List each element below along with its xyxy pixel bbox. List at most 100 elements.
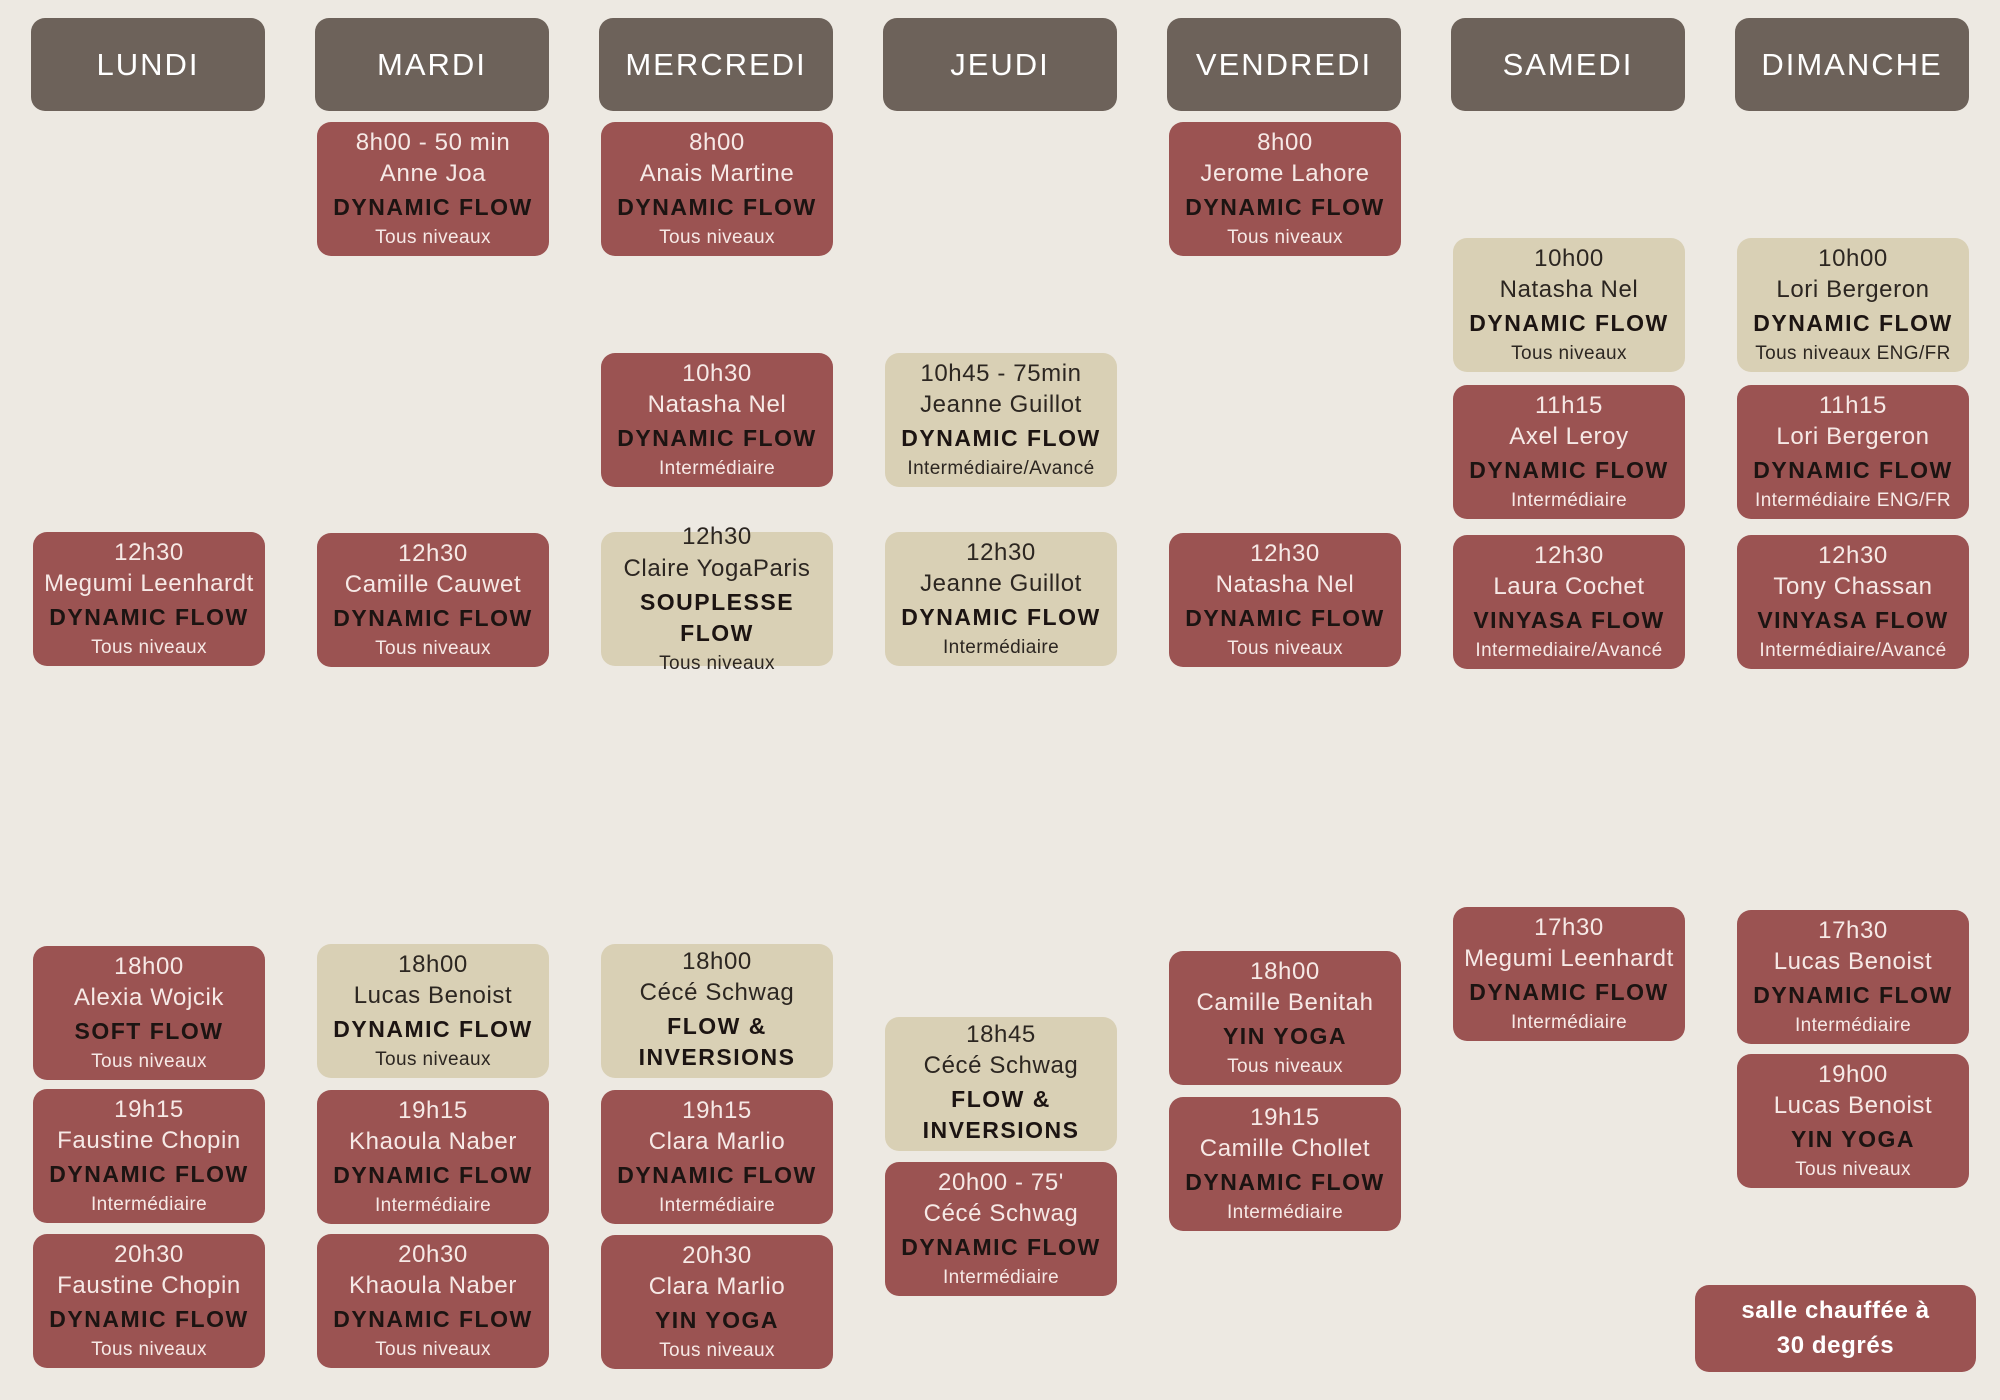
class-card[interactable]: 10h00 Lori Bergeron DYNAMIC FLOW Tous ni… [1737, 238, 1969, 372]
class-name: DYNAMIC FLOW [1753, 982, 1953, 1009]
class-name: DYNAMIC FLOW [1469, 310, 1669, 337]
day-header: DIMANCHE [1735, 18, 1969, 111]
class-card[interactable]: 10h30 Natasha Nel DYNAMIC FLOW Intermédi… [601, 353, 833, 487]
class-card[interactable]: 20h00 - 75' Cécé Schwag DYNAMIC FLOW Int… [885, 1162, 1117, 1296]
class-card[interactable]: 11h15 Axel Leroy DYNAMIC FLOW Intermédia… [1453, 385, 1685, 519]
class-level: Tous niveaux [91, 1051, 207, 1073]
day-header: JEUDI [883, 18, 1117, 111]
class-name: DYNAMIC FLOW [617, 1162, 817, 1189]
class-card[interactable]: 19h15 Camille Chollet DYNAMIC FLOW Inter… [1169, 1097, 1401, 1231]
class-card[interactable]: 12h30 Natasha Nel DYNAMIC FLOW Tous nive… [1169, 533, 1401, 667]
class-name: YIN YOGA [1222, 1023, 1348, 1050]
class-time: 17h30 [1818, 916, 1888, 944]
class-time: 11h15 [1819, 391, 1887, 419]
class-card[interactable]: 18h00 Camille Benitah YIN YOGA Tous nive… [1169, 951, 1401, 1085]
class-card[interactable]: 10h00 Natasha Nel DYNAMIC FLOW Tous nive… [1453, 238, 1685, 372]
class-name: DYNAMIC FLOW [617, 425, 817, 452]
class-level: Intermédiaire [658, 458, 776, 480]
class-card[interactable]: 19h00 Lucas Benoist YIN YOGA Tous niveau… [1737, 1054, 1969, 1188]
day-header: MERCREDI [599, 18, 833, 111]
class-name: YIN YOGA [1790, 1126, 1916, 1153]
class-teacher: Jerome Lahore [1200, 160, 1370, 188]
heated-room-note: salle chauffée à 30 degrés [1695, 1285, 1976, 1372]
class-teacher: Claire YogaParis [623, 554, 811, 582]
class-time: 8h00 [1257, 128, 1313, 156]
class-card[interactable]: 18h00 Alexia Wojcik SOFT FLOW Tous nivea… [33, 946, 265, 1080]
class-card[interactable]: 19h15 Clara Marlio DYNAMIC FLOW Interméd… [601, 1090, 833, 1224]
day-header: SAMEDI [1451, 18, 1685, 111]
class-name: DYNAMIC FLOW [333, 605, 533, 632]
class-level: Intermediaire/Avancé [1475, 640, 1663, 662]
class-level: Intermédiaire [1510, 490, 1628, 512]
class-time: 12h30 [682, 523, 752, 551]
class-card[interactable]: 18h00 Lucas Benoist DYNAMIC FLOW Tous ni… [317, 944, 549, 1078]
class-name: SOFT FLOW [74, 1018, 224, 1045]
class-card[interactable]: 20h30 Clara Marlio YIN YOGA Tous niveaux [601, 1235, 833, 1369]
class-name: DYNAMIC FLOW [49, 604, 249, 631]
class-level: Tous niveaux [1227, 227, 1343, 249]
class-teacher: Natasha Nel [1215, 571, 1355, 599]
class-card[interactable]: 12h30 Tony Chassan VINYASA FLOW Interméd… [1737, 535, 1969, 669]
class-card[interactable]: 11h15 Lori Bergeron DYNAMIC FLOW Intermé… [1737, 385, 1969, 519]
class-card[interactable]: 12h30 Claire YogaParis SOUPLESSE FLOW To… [601, 523, 833, 674]
class-level: Tous niveaux [659, 1340, 775, 1362]
day-column-lundi: LUNDI 12h30 Megumi Leenhardt DYNAMIC FLO… [31, 0, 267, 1400]
class-time: 12h30 [398, 539, 468, 567]
class-card[interactable]: 12h30 Camille Cauwet DYNAMIC FLOW Tous n… [317, 533, 549, 667]
class-level: Tous niveaux [1227, 638, 1343, 660]
class-level: Intermédiaire [942, 637, 1060, 659]
class-teacher: Anais Martine [639, 160, 795, 188]
class-card[interactable]: 18h45 Cécé Schwag FLOW & INVERSIONS [885, 1017, 1117, 1151]
class-card[interactable]: 8h00 Anais Martine DYNAMIC FLOW Tous niv… [601, 122, 833, 256]
class-name: DYNAMIC FLOW [1469, 979, 1669, 1006]
class-card[interactable]: 12h30 Megumi Leenhardt DYNAMIC FLOW Tous… [33, 532, 265, 666]
class-name: DYNAMIC FLOW [617, 194, 817, 221]
class-card[interactable]: 20h30 Khaoula Naber DYNAMIC FLOW Tous ni… [317, 1234, 549, 1368]
class-time: 8h00 [689, 128, 745, 156]
class-time: 19h15 [114, 1095, 184, 1123]
class-time: 20h30 [682, 1241, 752, 1269]
class-card[interactable]: 8h00 Jerome Lahore DYNAMIC FLOW Tous niv… [1169, 122, 1401, 256]
class-card[interactable]: 18h00 Cécé Schwag FLOW & INVERSIONS [601, 944, 833, 1078]
class-level: Intermédiaire/Avancé [1759, 640, 1947, 662]
class-time: 12h30 [966, 538, 1036, 566]
class-name: DYNAMIC FLOW [333, 194, 533, 221]
class-name: DYNAMIC FLOW [1185, 1169, 1385, 1196]
class-card[interactable]: 17h30 Megumi Leenhardt DYNAMIC FLOW Inte… [1453, 907, 1685, 1041]
class-level: Intermédiaire [942, 1267, 1060, 1289]
class-level: Tous niveaux [1795, 1159, 1911, 1181]
class-card[interactable]: 17h30 Lucas Benoist DYNAMIC FLOW Intermé… [1737, 910, 1969, 1044]
class-name: DYNAMIC FLOW [333, 1016, 533, 1043]
class-teacher: Tony Chassan [1773, 573, 1933, 601]
class-name: DYNAMIC FLOW [1185, 194, 1385, 221]
class-card[interactable]: 8h00 - 50 min Anne Joa DYNAMIC FLOW Tous… [317, 122, 549, 256]
class-name: YIN YOGA [654, 1307, 780, 1334]
class-time: 11h15 [1535, 391, 1603, 419]
class-card[interactable]: 19h15 Faustine Chopin DYNAMIC FLOW Inter… [33, 1089, 265, 1223]
class-card[interactable]: 12h30 Laura Cochet VINYASA FLOW Intermed… [1453, 535, 1685, 669]
class-name: FLOW & INVERSIONS [638, 1013, 796, 1071]
class-level: Intermédiaire ENG/FR [1755, 490, 1951, 512]
class-level: Tous niveaux [375, 227, 491, 249]
class-name: FLOW & INVERSIONS [922, 1086, 1080, 1144]
class-time: 10h30 [682, 359, 752, 387]
class-name: DYNAMIC FLOW [1753, 457, 1953, 484]
class-card[interactable]: 19h15 Khaoula Naber DYNAMIC FLOW Intermé… [317, 1090, 549, 1224]
class-time: 12h30 [1250, 539, 1320, 567]
class-name: SOUPLESSE FLOW [639, 588, 795, 646]
class-teacher: Axel Leroy [1509, 423, 1629, 451]
day-header: LUNDI [31, 18, 265, 111]
class-card[interactable]: 10h45 - 75min Jeanne Guillot DYNAMIC FLO… [885, 353, 1117, 487]
class-card[interactable]: 20h30 Faustine Chopin DYNAMIC FLOW Tous … [33, 1234, 265, 1368]
class-level: Intermédiaire [1226, 1202, 1344, 1224]
class-name: DYNAMIC FLOW [1469, 457, 1669, 484]
class-teacher: Jeanne Guillot [920, 570, 1082, 598]
class-card[interactable]: 12h30 Jeanne Guillot DYNAMIC FLOW Interm… [885, 532, 1117, 666]
class-teacher: Laura Cochet [1493, 573, 1645, 601]
class-time: 12h30 [1534, 541, 1604, 569]
class-time: 18h00 [1250, 957, 1320, 985]
class-time: 19h15 [682, 1096, 752, 1124]
class-level: Intermédiaire [1510, 1012, 1628, 1034]
day-header: MARDI [315, 18, 549, 111]
class-time: 19h15 [1250, 1103, 1320, 1131]
